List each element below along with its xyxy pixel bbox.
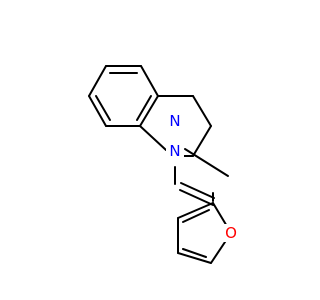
atom-o1: O xyxy=(222,224,240,242)
bond xyxy=(177,252,212,264)
double-bond xyxy=(179,189,214,206)
bond xyxy=(192,95,212,127)
double-bond-inner xyxy=(95,95,111,121)
bond xyxy=(139,95,159,127)
bond xyxy=(139,125,167,151)
atom-n1-label: N xyxy=(169,112,180,130)
atom-n2: N xyxy=(166,142,184,160)
benzene-ring xyxy=(88,65,159,127)
bond xyxy=(177,202,214,219)
double-bond-inner xyxy=(182,248,207,258)
atom-o1-label: O xyxy=(225,224,237,242)
atom-n2-label: N xyxy=(169,142,180,160)
structure-canvas: N N O xyxy=(88,65,240,264)
bond xyxy=(184,148,229,177)
imine-linker xyxy=(174,148,229,206)
double-bond xyxy=(180,182,215,199)
bond xyxy=(88,65,107,97)
bond xyxy=(88,95,107,127)
double-bond-inner xyxy=(182,209,210,223)
bond xyxy=(140,65,159,97)
bond xyxy=(192,125,212,157)
double-bond-inner xyxy=(136,95,152,121)
atom-n1: N xyxy=(166,112,184,130)
piperidine-ring xyxy=(139,95,212,157)
